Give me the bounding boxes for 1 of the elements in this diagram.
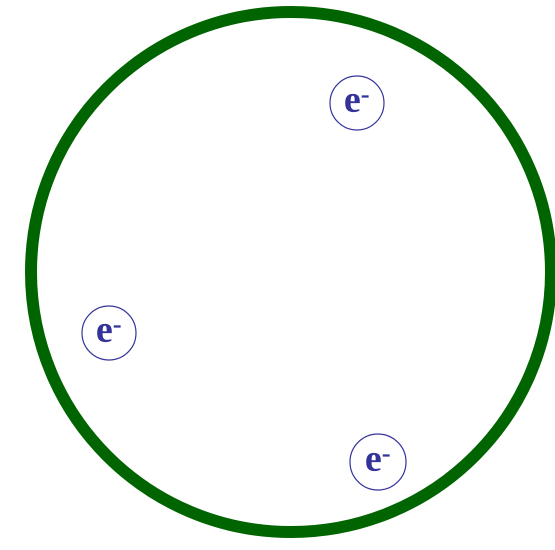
ring [25, 6, 555, 538]
